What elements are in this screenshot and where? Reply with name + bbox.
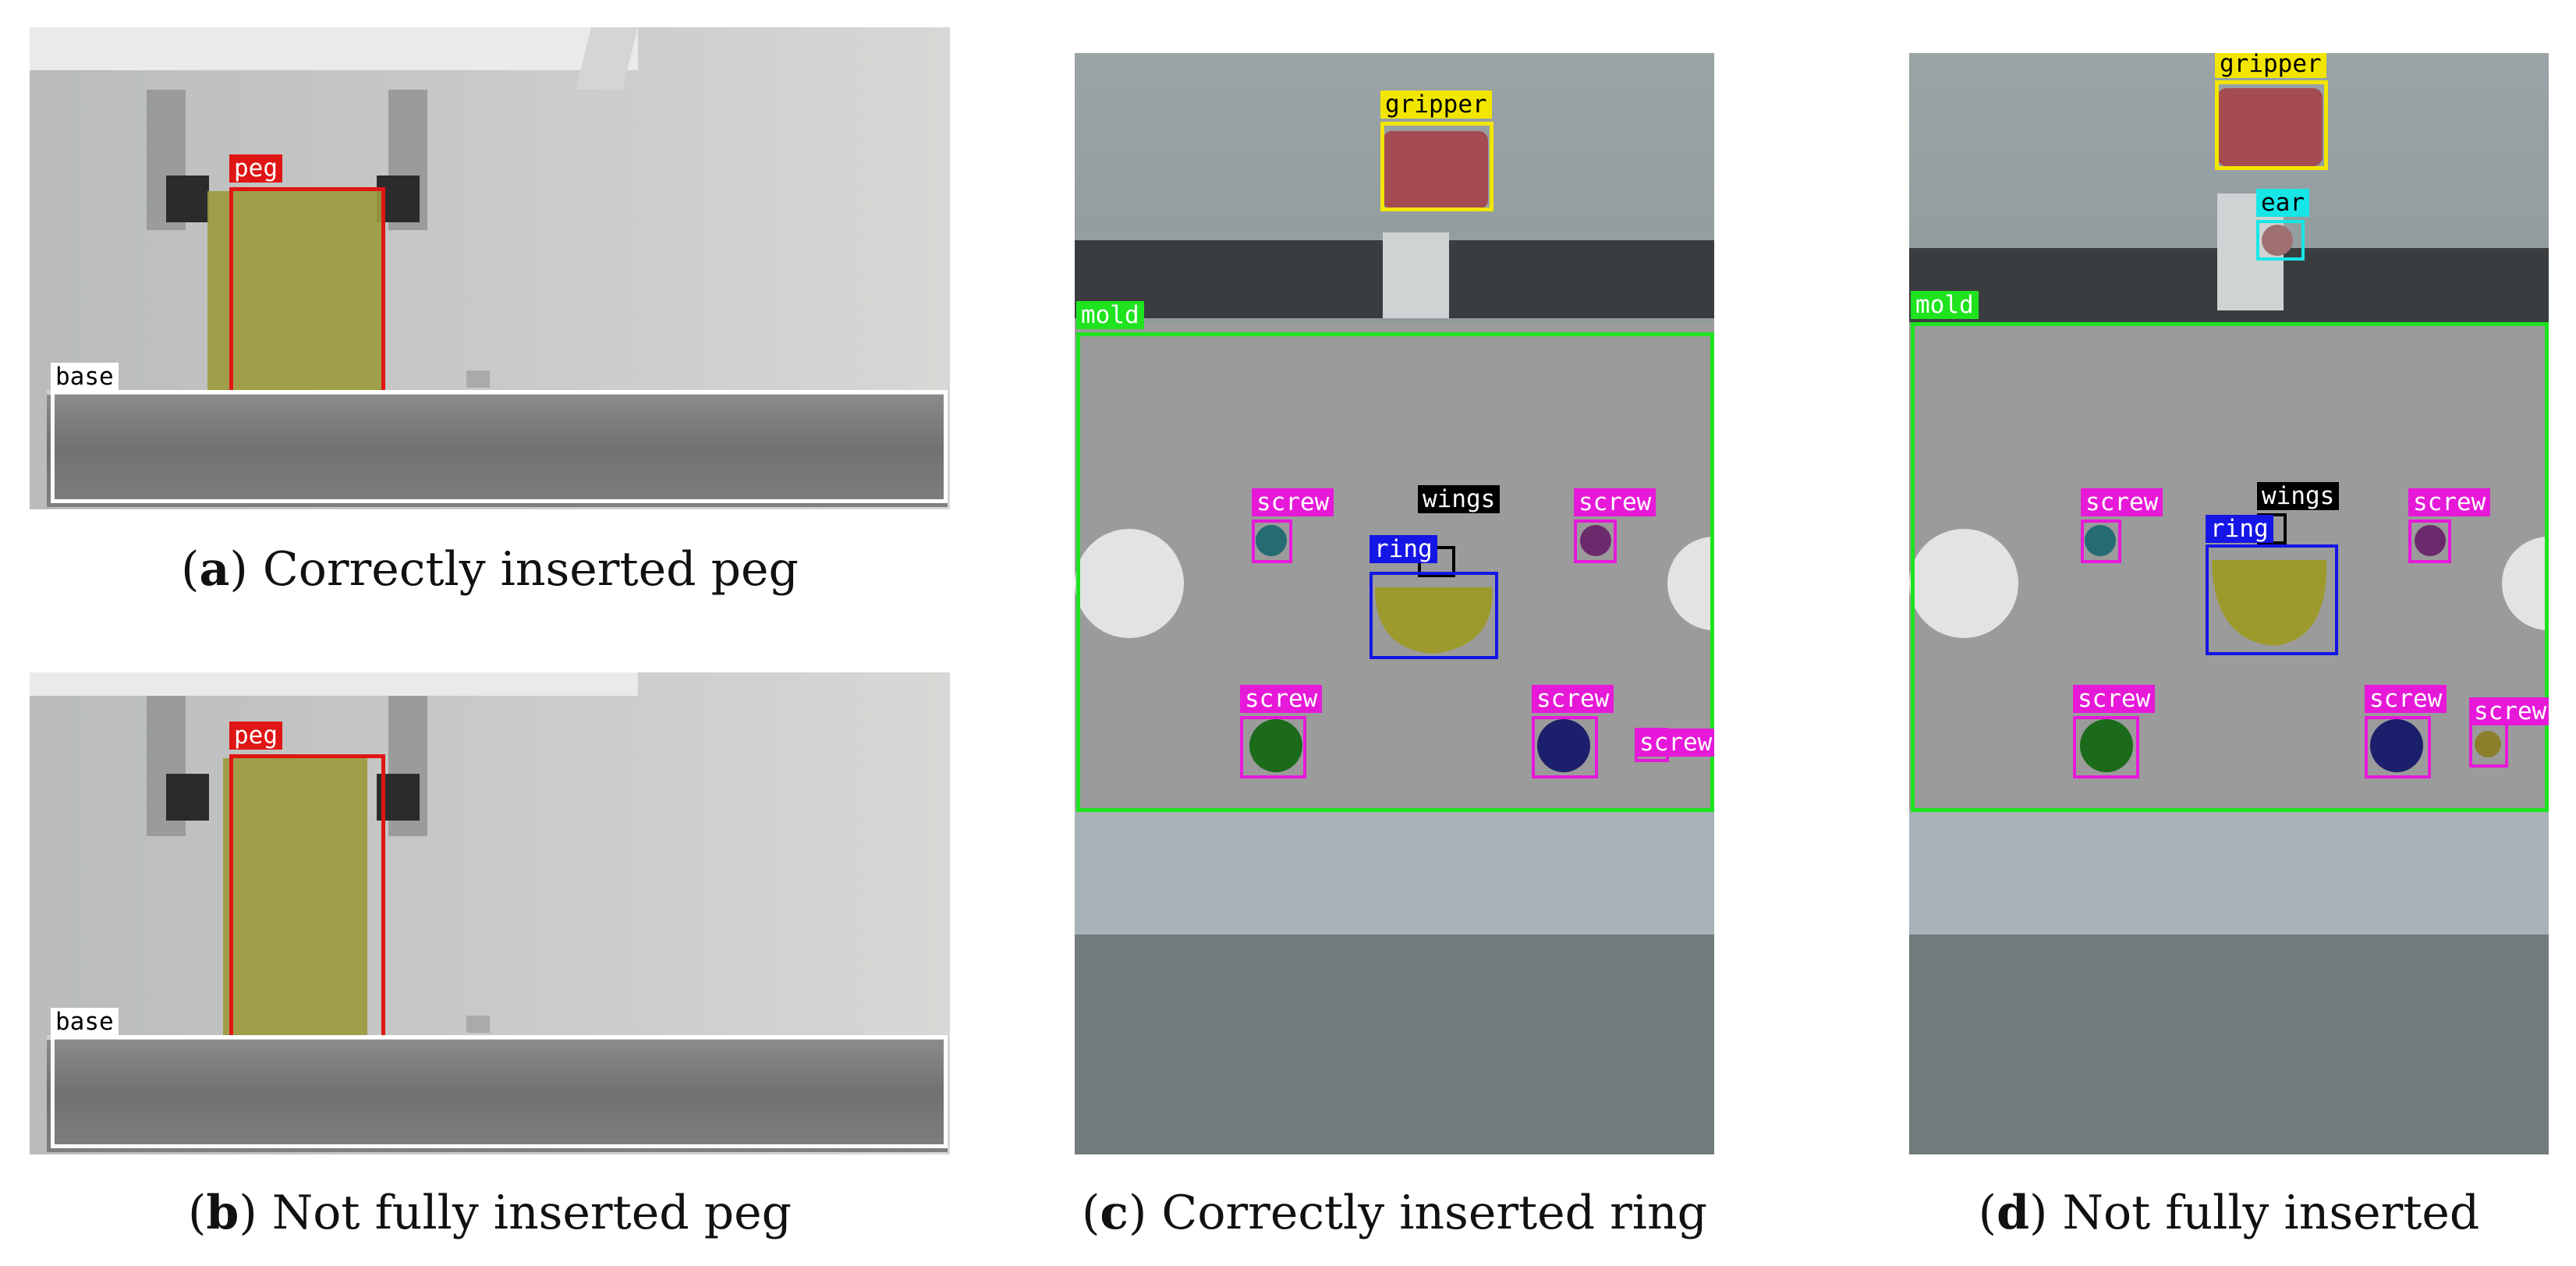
mold-label: mold xyxy=(1076,301,1144,329)
panel-d-image: gripper ear mold screw screw screw screw… xyxy=(1909,53,2549,1154)
caption-b: (b) Not fully inserted peg xyxy=(187,1186,792,1240)
wings-label: wings xyxy=(2257,482,2340,510)
screw-label: screw xyxy=(2073,685,2156,713)
peg-scene-photo xyxy=(30,672,950,1154)
gripper-label: gripper xyxy=(2215,53,2326,78)
peg-label: peg xyxy=(229,154,282,183)
mold-label: mold xyxy=(1911,291,1979,319)
ring-label: ring xyxy=(2206,515,2273,543)
ring-label: ring xyxy=(1369,535,1437,563)
gripper-bbox xyxy=(2215,80,2328,170)
screw-label: screw xyxy=(1532,685,1614,713)
ring-scene-photo xyxy=(1909,53,2549,1154)
screw-label: screw xyxy=(2469,697,2549,725)
base-label: base xyxy=(51,363,119,391)
screw-label: screw xyxy=(2081,488,2163,516)
base-bbox xyxy=(51,390,948,503)
screw-bbox xyxy=(2081,520,2121,563)
screw-bbox xyxy=(1252,520,1292,563)
screw-label: screw xyxy=(1574,488,1657,516)
screw-bbox xyxy=(2365,716,2431,778)
peg-bbox xyxy=(229,187,385,394)
mold-bbox xyxy=(1076,332,1714,812)
panel-b-image: peg base xyxy=(30,672,950,1154)
peg-label: peg xyxy=(229,722,282,750)
gripper-label: gripper xyxy=(1380,90,1492,119)
screw-label: screw xyxy=(2408,488,2491,516)
screw-bbox xyxy=(1240,716,1306,778)
panel-c-image: gripper mold screw screw screw screw scr… xyxy=(1075,53,1714,1154)
peg-bbox xyxy=(229,754,385,1039)
screw-label: screw xyxy=(1635,729,1714,757)
gripper-bbox xyxy=(1380,122,1494,211)
mold-bbox xyxy=(1911,322,2549,812)
screw-bbox xyxy=(2408,520,2451,563)
caption-c: (c) Correctly inserted ring xyxy=(1081,1186,1708,1240)
peg-scene-photo xyxy=(30,27,950,509)
ring-bbox xyxy=(2206,544,2338,655)
screw-label: screw xyxy=(1240,685,1323,713)
ring-scene-photo xyxy=(1075,53,1714,1154)
screw-bbox xyxy=(1574,520,1617,563)
screw-bbox xyxy=(2469,722,2508,768)
base-label: base xyxy=(51,1008,119,1036)
ring-bbox xyxy=(1369,572,1498,659)
screw-bbox xyxy=(2073,716,2139,778)
ear-bbox xyxy=(2256,220,2305,261)
caption-a: (a) Correctly inserted peg xyxy=(181,542,799,597)
panel-a-image: peg base xyxy=(30,27,950,509)
screw-label: screw xyxy=(2365,685,2447,713)
ear-label: ear xyxy=(2256,189,2309,217)
base-bbox xyxy=(51,1035,948,1148)
wings-label: wings xyxy=(1418,485,1501,513)
screw-bbox xyxy=(1532,716,1598,778)
screw-label: screw xyxy=(1252,488,1334,516)
caption-d: (d) Not fully inserted xyxy=(1978,1186,2480,1240)
